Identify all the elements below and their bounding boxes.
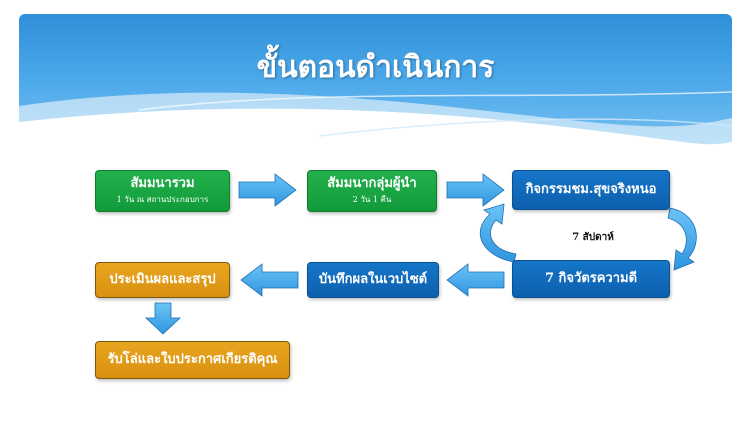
- step-award: รับโล่และใบประกาศเกียรติคุณ: [95, 341, 290, 379]
- step-activity-label: กิจกรรมชม.สุขจริงหนอ: [525, 181, 657, 197]
- step-good-routines: 7 กิจวัตรความดี: [512, 260, 670, 298]
- step-record-website: บันทึกผลในเวบไซต์: [307, 262, 439, 298]
- arrow-left-2: [240, 263, 299, 297]
- step-record-website-label: บันทึกผลในเวบไซต์: [318, 271, 428, 287]
- step-seminar-leaders: สัมมนากลุ่มผู้นำ 2 วัน 1 คืน: [307, 170, 437, 212]
- cycle-duration-label: 7 สัปดาห์: [572, 232, 614, 243]
- wave-decoration: [19, 91, 732, 154]
- step-seminar-all: สัมมนารวม 1 วัน ณ สถานประกอบการ: [95, 170, 230, 212]
- step-good-routines-label: 7 กิจวัตรความดี: [544, 270, 638, 286]
- arrow-left-1: [446, 263, 505, 297]
- step-seminar-all-label: สัมมนารวม: [130, 176, 195, 192]
- step-seminar-leaders-label: สัมมนากลุ่มผู้นำ: [327, 176, 417, 192]
- arrow-down: [144, 302, 182, 335]
- arrow-right-2: [446, 173, 505, 207]
- arrow-right-1: [238, 173, 297, 207]
- step-seminar-leaders-sub: 2 วัน 1 คืน: [352, 195, 392, 205]
- step-award-label: รับโล่และใบประกาศเกียรติคุณ: [107, 351, 278, 367]
- page-title: ขั้นตอนดำเนินการ: [256, 50, 495, 85]
- step-seminar-all-sub: 1 วัน ณ สถานประกอบการ: [116, 195, 209, 205]
- step-evaluate: ประเมินผลและสรุป: [95, 262, 230, 298]
- cycle-arrow-up: [479, 203, 517, 263]
- title-banner: ขั้นตอนดำเนินการ: [19, 14, 732, 154]
- step-evaluate-label: ประเมินผลและสรุป: [109, 271, 216, 287]
- cycle-arrow-down: [667, 207, 697, 271]
- step-activity: กิจกรรมชม.สุขจริงหนอ: [512, 170, 670, 210]
